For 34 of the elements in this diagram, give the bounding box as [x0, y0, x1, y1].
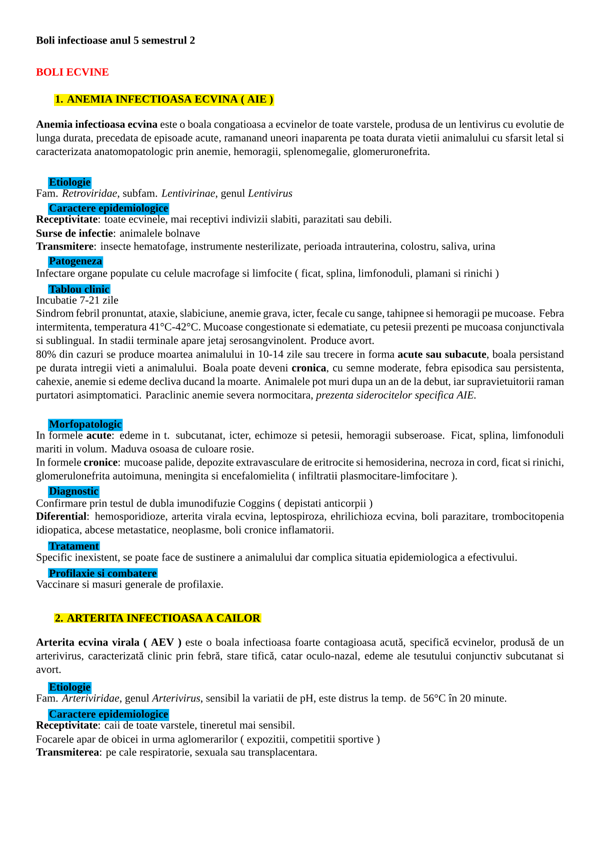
paragraph: Diferential: hemosporidioze, arterita virala ecvina, leptospiroza, ehrilichioza ecvina, boli parazitare, trombocitopenia idiopatica, abcese metastatice, neoplasme, boli cronice inflamatorii.: [36, 512, 564, 536]
paragraph: Fam. Arteriviridae, genul Arterivirus, sensibil la variatii de pH, este distrus la temp. de 56°C în 20 minute.: [36, 694, 506, 704]
subheading: Tablou clinic: [48, 284, 110, 294]
subheading: Caractere epidemiologice: [48, 708, 170, 722]
paragraph: Anemia infectioasa ecvina este o boala congatioasa a ecvinelor de toate varstele, produsa de un lentivirus cu evolutie de lunga durata, precedata de episoade acute, ramanand uneori inaparenta pe toata durata vietii animalului cu sfarsit letal si caracterizata anatomopatologic prin anemie, hemoragii, splenomegalie, glomeruronefrita.: [36, 120, 564, 158]
paragraph: 80% din cazuri se produce moartea animalului in 10-14 zile sau trecere in forma acute sau subacute, boala persistand pe durata intregii vieti a animalului. Boala poate deveni cronica, cu semne moderate, febra episodica sau persistenta, cahexie, anemie si edeme decliva ducand la moarte. Animalele pot muri dupa un an de la debut, iar supravietuitorii raman purtatori asimptomatici. Paraclinic anemie severa normocitara, prezenta siderocitelor specifica AIE.: [36, 350, 564, 401]
subheading: Profilaxie si combatere: [48, 568, 158, 578]
disease-heading: 1. ANEMIA INFECTIOASA ECVINA ( AIE ): [54, 94, 274, 106]
disease-heading: 2. ARTERITA INFECTIOASA A CAILOR: [54, 613, 262, 623]
paragraph: Specific inexistent, se poate face de sustinere a animalului dar complica situatia epidemiologica a efectivului.: [36, 553, 517, 564]
paragraph: Infectare organe populate cu celule macrofage si limfocite ( ficat, splina, limfonoduli, plamani si rinichi ): [36, 269, 498, 280]
subheading: Caractere epidemiologice: [48, 202, 170, 216]
paragraph: Vaccinare si masuri generale de profilaxie.: [36, 580, 223, 590]
paragraph: In formele cronice: mucoase palide, depozite extravasculare de eritrocite si hemosiderina, necroza in cord, ficat si rinichi, glomerulonefrita autoimuna, meningita si encefalomielita ( infiltratii plasmocitare-limfocitare ).: [36, 458, 564, 482]
subheading: Diagnostic: [48, 486, 100, 498]
paragraph: Incubatie 7-21 zile: [36, 296, 118, 304]
paragraph: Sindrom febril pronuntat, ataxie, slabiciune, anemie grava, icter, fecale cu sange, tahipnee si hemoragii pe mucoase. Febra intermitenta, temperatura 41°C-42°C. Mucoase congestionate si edematiate, cu petesii prezenti pe mucoasa conjunctivala si sublingual. In stadii terminale apare jetaj serosangvinolent. Produce avort.: [36, 309, 564, 346]
subheading: Etiologie: [48, 682, 92, 694]
subheading: Tratament: [48, 541, 100, 551]
paragraph: In formele acute: edeme in t. subcutanat, icter, echimoze si petesii, hemoragii subseroase. Ficat, splina, limfonoduli mariti in volum. Maduva osoasa de culoare rosie.: [36, 431, 564, 452]
paragraph: Surse de infectie: animalele bolnave: [36, 229, 200, 237]
page-title: Boli infectioase anul 5 semestrul 2: [36, 36, 195, 44]
section-heading: BOLI ECVINE: [36, 68, 108, 76]
subheading: Patogeneza: [48, 256, 104, 268]
paragraph: Receptivitate: toate ecvinele, mai receptivi indivizii slabiti, parazitati sau debili.: [36, 215, 392, 225]
paragraph: Transmiterea: pe cale respiratorie, sexuala sau transplacentara.: [36, 748, 317, 758]
subheading: Etiologie: [48, 176, 92, 190]
subheading: Morfopatologic: [48, 418, 123, 432]
paragraph: Fam. Retroviridae, subfam. Lentivirinae, genul Lentivirus: [36, 189, 292, 200]
paragraph: Receptivitate: caii de toate varstele, tineretul mai sensibil.: [36, 721, 294, 731]
paragraph: Arterita ecvina virala ( AEV ) este o boala infectioasa foarte contagioasa acută, specifică ecvinelor, produsă de un arterivirus, caracterizată clinic prin febră, stare tifică, catar oculo-nazal, edeme ale tesutului conjunctiv subcutanat si avort.: [36, 638, 564, 674]
paragraph: Transmitere: insecte hematofage, instrumente nesterilizate, perioada intrauterina, colostru, saliva, urina: [36, 242, 496, 252]
paragraph: Confirmare prin testul de dubla imunodifuzie Coggins ( depistati anticorpii ): [36, 499, 372, 510]
paragraph: Focarele apar de obicei in urma aglomerarilor ( expozitii, competitii sportive ): [36, 735, 380, 745]
